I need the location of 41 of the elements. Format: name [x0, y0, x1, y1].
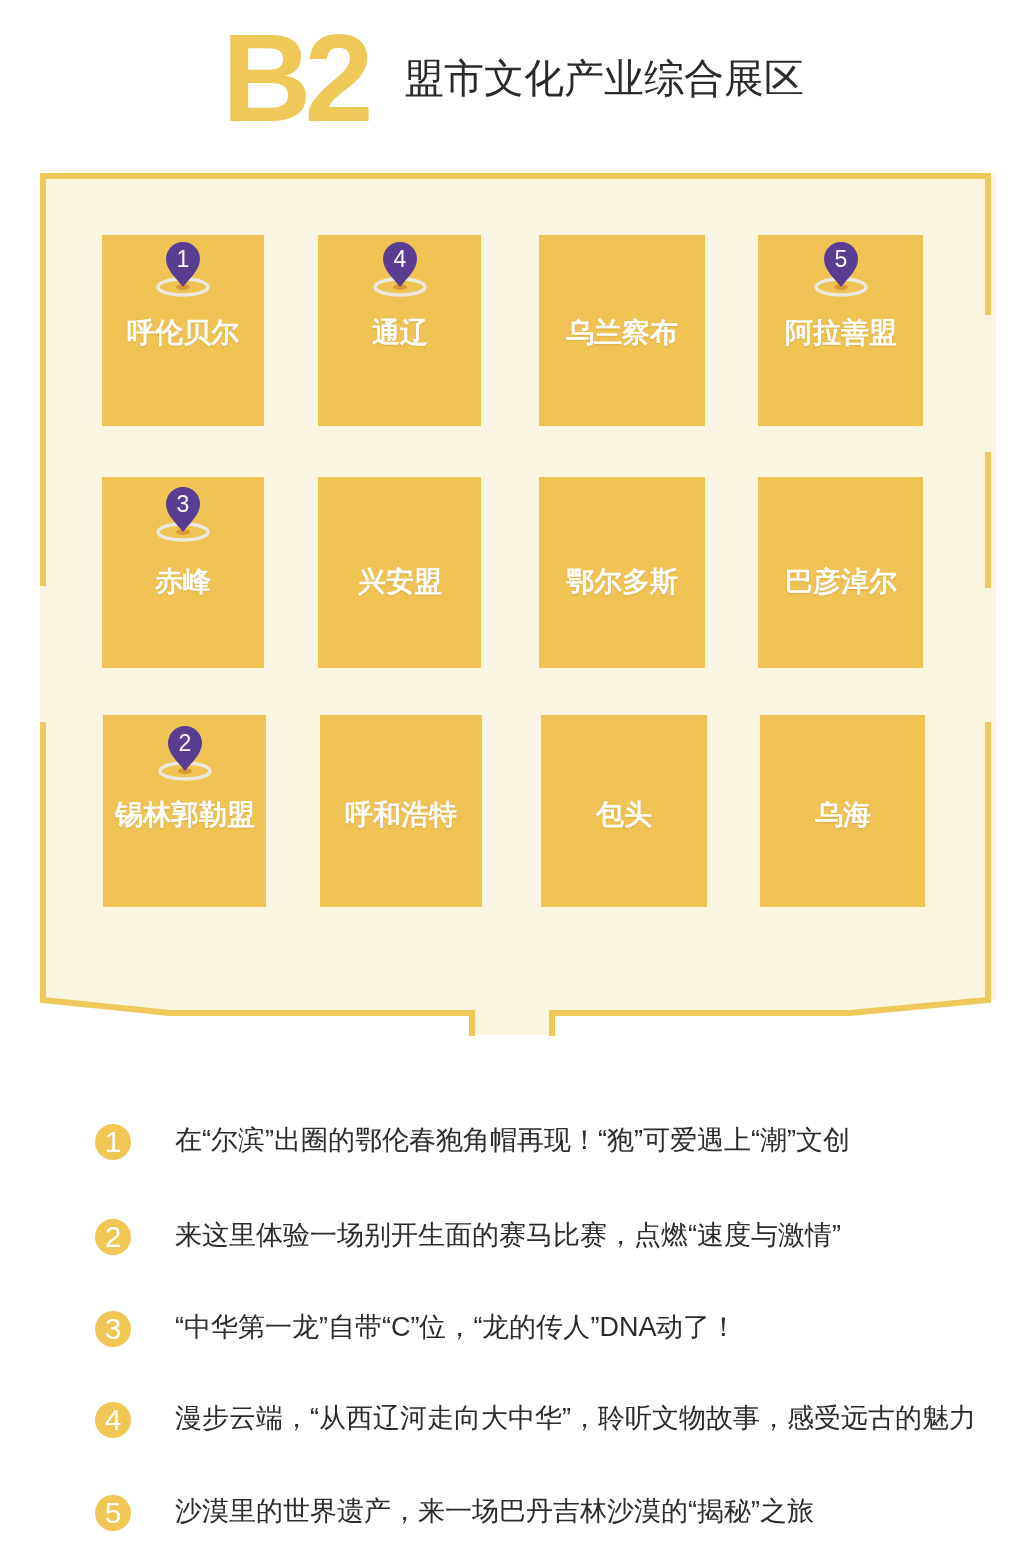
number-marker: 5: [95, 1495, 131, 1531]
number-marker: 1: [95, 1124, 131, 1160]
location-pin: 4: [370, 237, 430, 301]
booth-name: 赤峰: [154, 565, 212, 599]
description-text: 漫步云端，“从西辽河走向大中华”，聆听文物故事，感受远古的魅力: [175, 1402, 976, 1435]
exhibition-booth: [103, 715, 266, 907]
exhibition-booth: [102, 235, 264, 426]
location-pin: 2: [155, 721, 215, 785]
number-marker: 2: [95, 1219, 131, 1255]
location-pin: 5: [811, 237, 871, 301]
zone-code: B2: [222, 15, 369, 141]
booth-name: 乌海: [813, 798, 872, 832]
booth-name: 巴彦淖尔: [783, 565, 898, 599]
booth-name: 呼和浩特: [344, 798, 458, 832]
booth-name: 鄂尔多斯: [565, 565, 679, 599]
exhibition-booth: [758, 235, 923, 426]
booth-name: 通辽: [370, 316, 429, 350]
location-pin: 1: [153, 237, 213, 301]
booth-name: 兴安盟: [356, 565, 443, 599]
exhibition-booth: [758, 477, 923, 668]
number-marker: 4: [95, 1402, 131, 1438]
description-text: “中华第一龙”自带“C”位，“龙的传人”DNA动了！: [175, 1311, 738, 1344]
description-text: 来这里体验一场别开生面的赛马比赛，点燃“速度与激情”: [175, 1219, 841, 1252]
exhibition-booth: [539, 235, 705, 426]
exhibition-booth: [541, 715, 707, 907]
booth-name: 阿拉善盟: [783, 316, 898, 350]
page-title: 盟市文化产业综合展区: [404, 56, 804, 100]
location-pin: 3: [153, 482, 213, 546]
exhibition-booth: [539, 477, 705, 668]
booth-name: 锡林郭勒盟: [113, 798, 256, 832]
exhibition-booth: [318, 477, 481, 668]
exhibition-booth: [760, 715, 925, 907]
exhibition-booth: [102, 477, 264, 668]
description-text: 沙漠里的世界遗产，来一场巴丹吉林沙漠的“揭秘”之旅: [175, 1495, 814, 1528]
description-text: 在“尔滨”出圈的鄂伦春狍角帽再现！“狍”可爱遇上“潮”文创: [175, 1124, 850, 1157]
exhibition-booth: [318, 235, 481, 426]
booth-name: 呼伦贝尔: [126, 316, 240, 350]
booth-name: 乌兰察布: [565, 316, 679, 350]
booth-name: 包头: [594, 798, 653, 832]
exhibition-booth: [320, 715, 482, 907]
number-marker: 3: [95, 1311, 131, 1347]
